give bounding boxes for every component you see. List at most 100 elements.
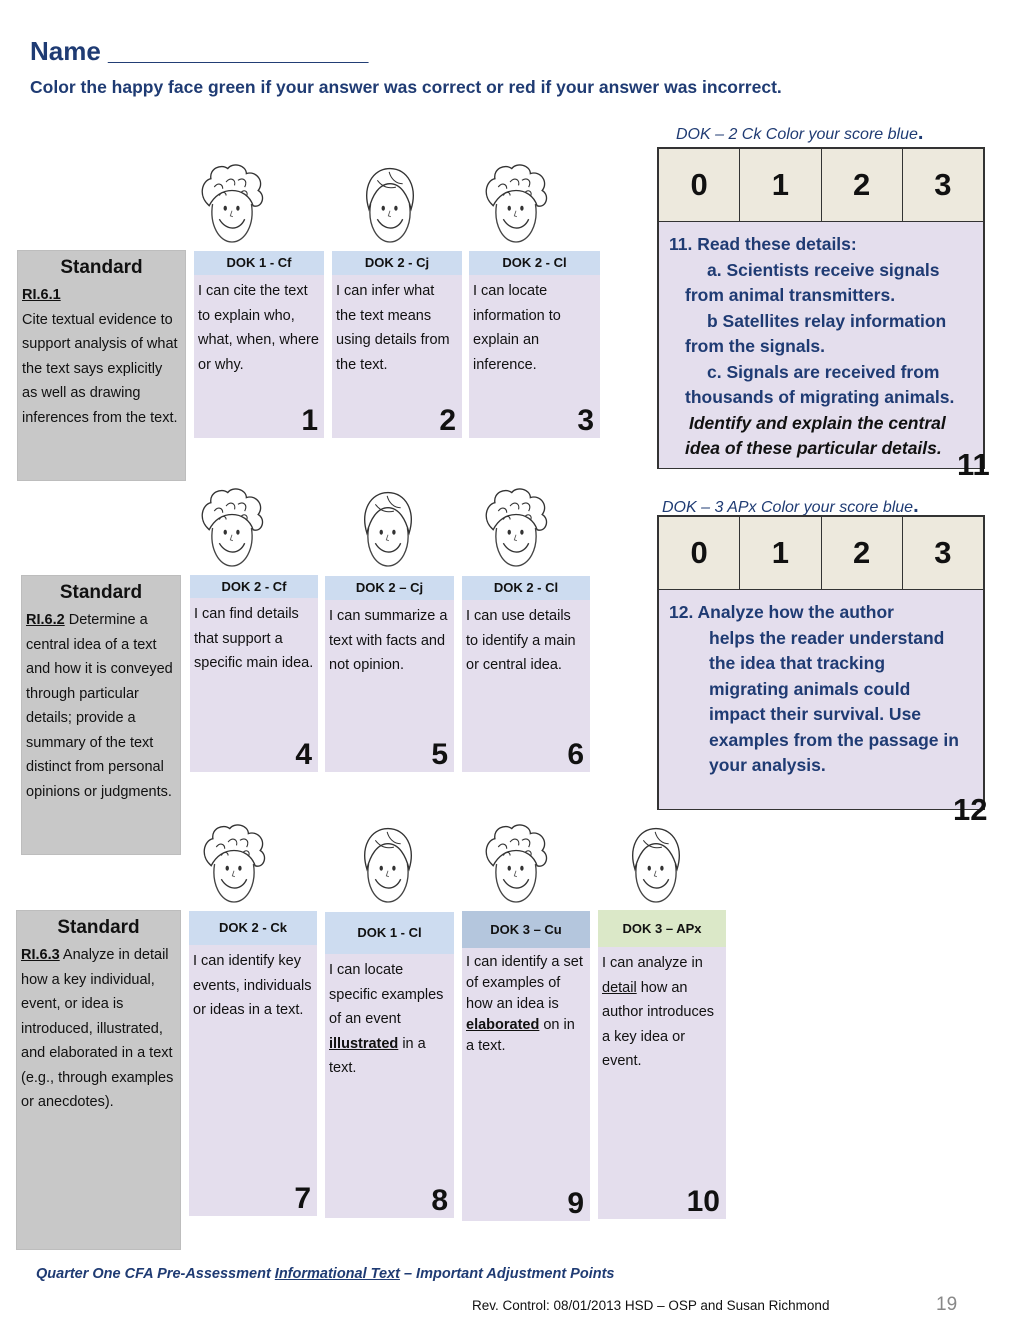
- standard-text: Determine a central idea of a text and h…: [26, 612, 173, 800]
- revision-control: Rev. Control: 08/01/2013 HSD – OSP and S…: [472, 1298, 830, 1313]
- dok-label: DOK 2 - Ck: [189, 911, 317, 945]
- question-line: impact their survival. Use: [709, 704, 922, 724]
- name-field[interactable]: Name __________________: [30, 36, 369, 66]
- target-text-emphasis: elaborated: [466, 1017, 540, 1033]
- question-line: your analysis.: [709, 755, 826, 775]
- dok-label: DOK 2 - Cf: [190, 575, 318, 598]
- standard-text-wrap: RI.6.3 Analyze in detail how a key indiv…: [21, 943, 176, 1115]
- dok-label: DOK 2 – Cj: [325, 576, 454, 600]
- score-option-2[interactable]: 2: [821, 149, 903, 221]
- dok-label: DOK 2 - Cl: [469, 251, 600, 275]
- score-option-1[interactable]: 1: [740, 517, 822, 589]
- item-number: 9: [567, 1187, 584, 1220]
- item-number: 11: [957, 447, 990, 482]
- target-1: DOK 1 - Cf I can cite the text to explai…: [194, 251, 324, 438]
- standard-text-wrap: RI.6.2 Determine a central idea of a tex…: [26, 608, 176, 804]
- happy-face-icon[interactable]: [478, 818, 554, 910]
- target-4: DOK 2 - Cf I can find details that suppo…: [190, 575, 318, 772]
- dok-label: DOK 1 - Cf: [194, 251, 324, 275]
- happy-face-icon[interactable]: [194, 158, 270, 250]
- standard-heading: Standard: [57, 917, 140, 938]
- score-option-0[interactable]: 0: [659, 149, 741, 221]
- target-text: I can locate information to explain an i…: [473, 283, 561, 373]
- question-line: Identify and explain the central: [689, 412, 946, 433]
- score-box-title: DOK – 3 APx Color your score blue.: [662, 495, 919, 517]
- target-text: I can infer what the text means using de…: [336, 283, 450, 373]
- target-text: I can locate specific examples of an eve…: [329, 962, 444, 1027]
- item-number: 1: [301, 404, 318, 437]
- happy-face-icon[interactable]: [352, 158, 428, 250]
- happy-face-icon[interactable]: [196, 818, 272, 910]
- dok-label: DOK 3 – APx: [598, 910, 726, 947]
- standard-heading: Standard: [60, 257, 143, 278]
- score-row: 0 1 2 3: [659, 149, 983, 222]
- instructions: Color the happy face green if your answe…: [30, 77, 782, 97]
- score-box-11: 0 1 2 3 11. Read these details: a. Scien…: [657, 147, 985, 469]
- target-7: DOK 2 - Ck I can identify key events, in…: [189, 911, 317, 1216]
- footer-note: Quarter One CFA Pre-Assessment Informati…: [36, 1266, 615, 1282]
- score-row: 0 1 2 3: [659, 517, 983, 590]
- happy-face-icon[interactable]: [478, 158, 554, 250]
- question-line: examples from the passage in: [709, 729, 959, 750]
- target-text-box: I can summarize a text with facts and no…: [325, 600, 454, 772]
- target-text: how an author introduces a key idea or e…: [602, 979, 715, 1070]
- dok-label: DOK 2 - Cl: [462, 576, 590, 600]
- question-11: 11. Read these details: a. Scientists re…: [659, 222, 983, 468]
- score-option-0[interactable]: 0: [659, 517, 741, 589]
- target-8: DOK 1 - Cl I can locate specific example…: [325, 912, 454, 1218]
- target-text-emphasis: illustrated: [329, 1035, 399, 1052]
- page-number: 19: [936, 1294, 958, 1315]
- question-line: helps the reader understand: [709, 627, 945, 648]
- happy-face-icon[interactable]: [350, 818, 426, 910]
- item-number: 10: [686, 1185, 720, 1218]
- standard-ri61: Standard RI.6.1 Cite textual evidence to…: [17, 250, 186, 481]
- target-text: I can identify key events, individuals o…: [193, 953, 312, 1018]
- happy-face-icon[interactable]: [194, 482, 270, 574]
- target-text: on in a text.: [466, 1017, 575, 1054]
- question-line: migrating animals could: [709, 678, 911, 699]
- happy-face-icon[interactable]: [478, 482, 554, 574]
- dok-label: DOK 3 – Cu: [462, 911, 590, 948]
- question-line: idea of these particular details.: [685, 438, 942, 458]
- score-option-3[interactable]: 3: [902, 149, 983, 221]
- dok-label: DOK 2 - Cj: [332, 251, 462, 275]
- standard-text: Cite textual evidence to support analysi…: [22, 311, 178, 426]
- score-option-3[interactable]: 3: [902, 517, 983, 589]
- target-text: I can use details to identify a main or …: [466, 608, 576, 673]
- target-text: I can summarize a text with facts and no…: [329, 608, 448, 673]
- target-10: DOK 3 – APx I can analyze in detail how …: [598, 910, 726, 1219]
- target-text-box: I can find details that support a specif…: [190, 598, 318, 772]
- item-number: 2: [439, 404, 456, 437]
- question-line: thousands of migrating animals.: [685, 387, 955, 407]
- question-line: 11. Read these details:: [669, 234, 857, 254]
- standard-code: RI.6.3: [21, 947, 60, 963]
- score-option-1[interactable]: 1: [740, 149, 822, 221]
- standard-code: RI.6.1: [22, 287, 61, 303]
- target-text: I can find details that support a specif…: [194, 606, 314, 671]
- item-number: 3: [577, 404, 594, 437]
- happy-face-icon[interactable]: [618, 818, 694, 910]
- target-text-box: I can locate specific examples of an eve…: [325, 954, 454, 1218]
- target-text-box: I can locate information to explain an i…: [469, 275, 600, 438]
- target-5: DOK 2 – Cj I can summarize a text with f…: [325, 576, 454, 772]
- target-text: I can cite the text to explain who, what…: [198, 283, 319, 373]
- target-text-box: I can identify key events, individuals o…: [189, 945, 317, 1216]
- target-text: in a text.: [329, 1035, 426, 1077]
- score-box-title: DOK – 2 Ck Color your score blue.: [676, 122, 924, 144]
- item-number: 7: [294, 1182, 311, 1215]
- target-text-box: I can use details to identify a main or …: [462, 600, 590, 772]
- item-number: 8: [431, 1184, 448, 1217]
- score-option-2[interactable]: 2: [821, 517, 903, 589]
- target-9: DOK 3 – Cu I can identify a set of examp…: [462, 911, 590, 1221]
- item-number: 4: [295, 738, 312, 771]
- standard-heading: Standard: [59, 582, 143, 603]
- target-text-box: I can identify a set of examples of how …: [462, 948, 590, 1221]
- item-number: 6: [567, 738, 584, 771]
- question-line: the idea that tracking: [709, 653, 886, 673]
- target-6: DOK 2 - Cl I can use details to identify…: [462, 576, 590, 772]
- target-text-emphasis: detail: [602, 979, 637, 996]
- question-line: a. Scientists receive signals: [707, 259, 940, 280]
- target-3: DOK 2 - Cl I can locate information to e…: [469, 251, 600, 438]
- happy-face-icon[interactable]: [350, 482, 426, 574]
- target-text: I can analyze in: [602, 955, 703, 971]
